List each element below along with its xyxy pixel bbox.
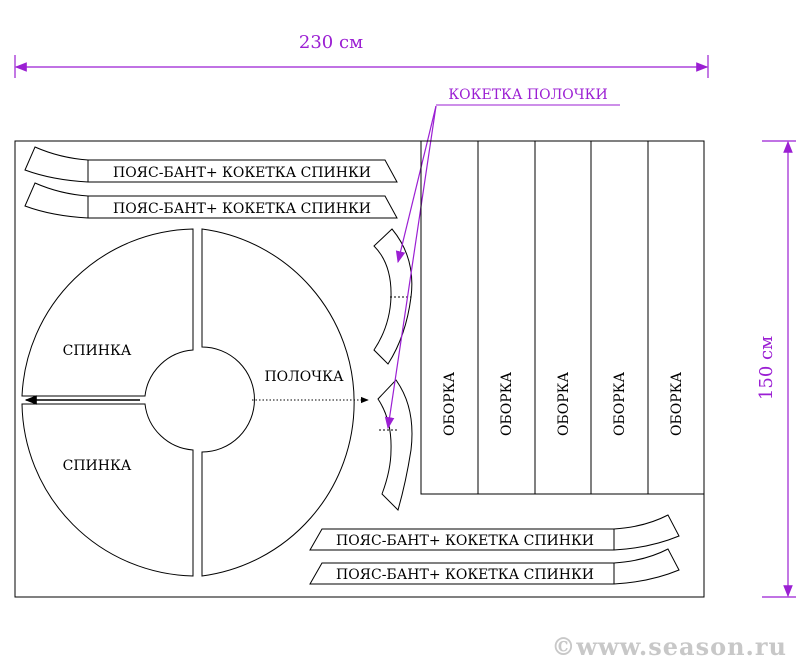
back-label-lower: СПИНКА: [63, 458, 132, 474]
belt-piece-top-1: ПОЯС-БАНТ+ КОКЕТКА СПИНКИ: [24, 146, 398, 183]
width-label: 230 см: [299, 32, 363, 53]
front-yoke-pieces: [373, 228, 413, 511]
yoke-label: КОКЕТКА ПОЛОЧКИ: [448, 87, 607, 103]
back-label-upper: СПИНКА: [63, 343, 132, 359]
ruffle-strips: ОБОРКА ОБОРКА ОБОРКА ОБОРКА ОБОРКА: [420, 140, 705, 495]
belt-label-3: ПОЯС-БАНТ+ КОКЕТКА СПИНКИ: [336, 533, 594, 549]
belt-label-4: ПОЯС-БАНТ+ КОКЕТКА СПИНКИ: [336, 567, 594, 583]
ruffle-label-4: ОБОРКА: [612, 372, 628, 436]
ruffle-label-1: ОБОРКА: [442, 372, 458, 436]
belt-piece-bottom-1: ПОЯС-БАНТ+ КОКЕТКА СПИНКИ: [309, 514, 680, 551]
height-label: 150 см: [756, 336, 777, 400]
ruffle-label-5: ОБОРКА: [669, 372, 685, 436]
ruffle-label-3: ОБОРКА: [556, 372, 572, 436]
back-pieces: СПИНКА СПИНКА: [21, 228, 194, 577]
belt-label-2: ПОЯС-БАНТ+ КОКЕТКА СПИНКИ: [113, 201, 371, 217]
yoke-pointer-2: [384, 105, 437, 430]
belt-label-1: ПОЯС-БАНТ+ КОКЕТКА СПИНКИ: [113, 165, 371, 181]
belt-piece-top-2: ПОЯС-БАНТ+ КОКЕТКА СПИНКИ: [24, 182, 398, 219]
yoke-pointer-1: [395, 105, 437, 264]
watermark: ©www.season.ru: [551, 632, 787, 661]
front-piece: ПОЛОЧКА: [201, 228, 369, 577]
front-label: ПОЛОЧКА: [264, 369, 344, 385]
ruffle-label-2: ОБОРКА: [499, 372, 515, 436]
belt-piece-bottom-2: ПОЯС-БАНТ+ КОКЕТКА СПИНКИ: [309, 548, 680, 585]
